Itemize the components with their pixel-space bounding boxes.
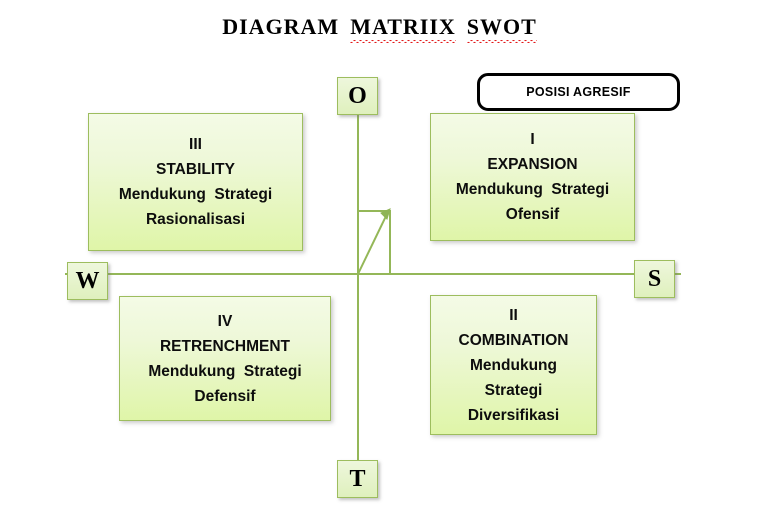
page-title: DIAGRAM MATRIIX SWOT [0, 14, 759, 43]
quadrant-i-line-2: EXPANSION [487, 156, 578, 173]
quadrant-iii-line-3: Mendukung Strategi [118, 186, 273, 203]
quadrant-iv-line-4: Defensif [194, 387, 256, 405]
strategy-arrow-group [357, 208, 391, 275]
axis-label-threat-text: T [349, 466, 366, 492]
quadrant-ii-line-4: Strategi [484, 381, 543, 399]
quadrant-ii-line-3: Mendukung [470, 356, 557, 374]
axis-label-strength[interactable]: S [634, 260, 675, 298]
quadrant-i-expansion[interactable]: I EXPANSION Mendukung Strategi Ofensif [430, 113, 635, 241]
quadrant-iii-line-1: III [189, 136, 202, 153]
title-space-1 [339, 14, 350, 39]
title-space-2 [456, 14, 467, 39]
quadrant-i-line-1: I [530, 131, 535, 148]
axis-label-opportunity[interactable]: O [337, 77, 378, 115]
axis-label-weakness-text: W [75, 268, 100, 294]
axis-label-opportunity-text: O [348, 83, 367, 109]
title-word-diagram: DIAGRAM [222, 14, 340, 39]
quadrant-i-line-4: Ofensif [505, 206, 560, 223]
quadrant-iii-line-2: STABILITY [156, 161, 235, 178]
quadrant-ii-line-2: COMBINATION [458, 331, 569, 349]
title-word-matriix: MATRIIX [350, 14, 456, 43]
quadrant-iv-retrenchment[interactable]: IV RETRENCHMENT Mendukung Strategi Defen… [119, 296, 331, 421]
title-word-swot: SWOT [466, 14, 537, 43]
quadrant-iii-line-4: Rasionalisasi [145, 211, 246, 228]
quadrant-ii-line-1: II [509, 306, 518, 324]
arrow-head [380, 208, 391, 220]
axis-label-strength-text: S [647, 266, 662, 292]
axis-label-weakness[interactable]: W [67, 262, 108, 300]
vertical-axis-line [357, 113, 359, 462]
arrow-shaft [357, 213, 388, 275]
callout-posisi-agresif-text: POSISI AGRESIF [526, 85, 631, 99]
quadrant-iv-line-3: Mendukung Strategi [148, 362, 302, 380]
quadrant-i-line-3: Mendukung Strategi [455, 181, 610, 198]
quadrant-ii-line-5: Diversifikasi [467, 406, 560, 424]
horizontal-axis-line [65, 273, 681, 275]
callout-posisi-agresif[interactable]: POSISI AGRESIF [477, 73, 680, 111]
axis-label-threat[interactable]: T [337, 460, 378, 498]
quadrant-iii-stability[interactable]: III STABILITY Mendukung Strategi Rasiona… [88, 113, 303, 251]
quadrant-ii-combination[interactable]: II COMBINATION Mendukung Strategi Divers… [430, 295, 597, 435]
quadrant-iv-line-2: RETRENCHMENT [159, 337, 291, 355]
arrow-guide-rectangle [357, 210, 391, 274]
quadrant-iv-line-1: IV [217, 312, 233, 330]
